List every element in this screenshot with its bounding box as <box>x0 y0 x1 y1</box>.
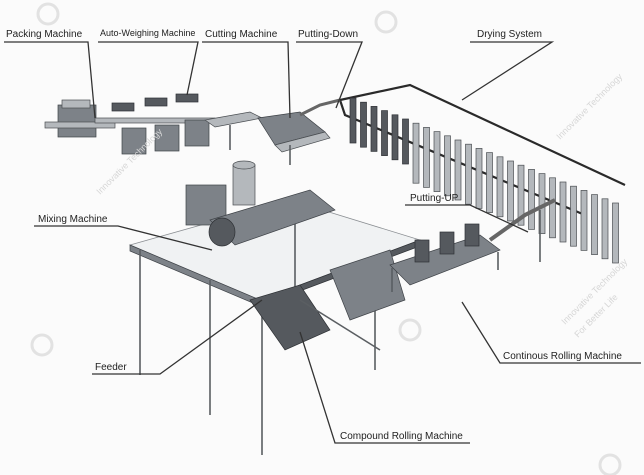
drying-rod <box>391 114 399 161</box>
label-putting-up: Putting-UP <box>410 193 459 204</box>
drying-rod <box>444 135 451 197</box>
label-packing-machine: Packing Machine <box>6 29 83 40</box>
drying-rod <box>549 177 556 239</box>
label-compound-rolling-machine: Compound Rolling Machine <box>340 431 463 442</box>
drying-rod <box>475 148 483 209</box>
label-mixing-machine: Mixing Machine <box>38 214 108 225</box>
label-cutting-machine: Cutting Machine <box>205 29 278 40</box>
svg-text:Innovative Technology: Innovative Technology <box>554 71 624 141</box>
drying-rod <box>570 185 577 247</box>
drying-rod <box>360 101 367 148</box>
drying-rod <box>402 118 409 165</box>
drying-rod <box>528 169 535 230</box>
label-feeder: Feeder <box>95 362 127 373</box>
label-putting-down: Putting-Down <box>298 29 358 40</box>
drying-rod <box>496 156 504 218</box>
drying-rod <box>454 139 462 201</box>
drying-rod <box>433 131 441 192</box>
drying-rod <box>517 164 525 226</box>
mixing-machine <box>185 160 336 247</box>
putting-up <box>488 198 556 262</box>
drying-rod <box>591 194 598 255</box>
watermark-logo <box>30 2 622 475</box>
label-auto-weighing-machine: Auto-Weighing Machine <box>100 28 195 38</box>
drying-rod <box>349 97 357 144</box>
drying-rod <box>412 122 420 184</box>
packing-machine <box>44 99 116 138</box>
drying-system <box>338 83 626 264</box>
cutting-machine <box>204 98 341 165</box>
drying-rod <box>580 190 588 251</box>
drying-rod <box>370 106 378 152</box>
label-drying-system: Drying System <box>477 29 542 40</box>
label-continuous-rolling-machine: Continous Rolling Machine <box>503 351 622 362</box>
drying-rod <box>559 181 567 243</box>
platform <box>128 199 422 455</box>
leader-lines <box>4 41 641 444</box>
drying-rod <box>612 202 619 264</box>
drying-rod <box>423 127 430 188</box>
continuous-rolling-machine <box>389 223 501 292</box>
drying-rod <box>601 198 609 260</box>
compound-rolling-machine <box>299 249 406 351</box>
drying-rod <box>507 160 514 222</box>
drying-rod <box>465 143 472 205</box>
drying-rod <box>381 110 388 156</box>
drying-rod <box>486 152 493 213</box>
